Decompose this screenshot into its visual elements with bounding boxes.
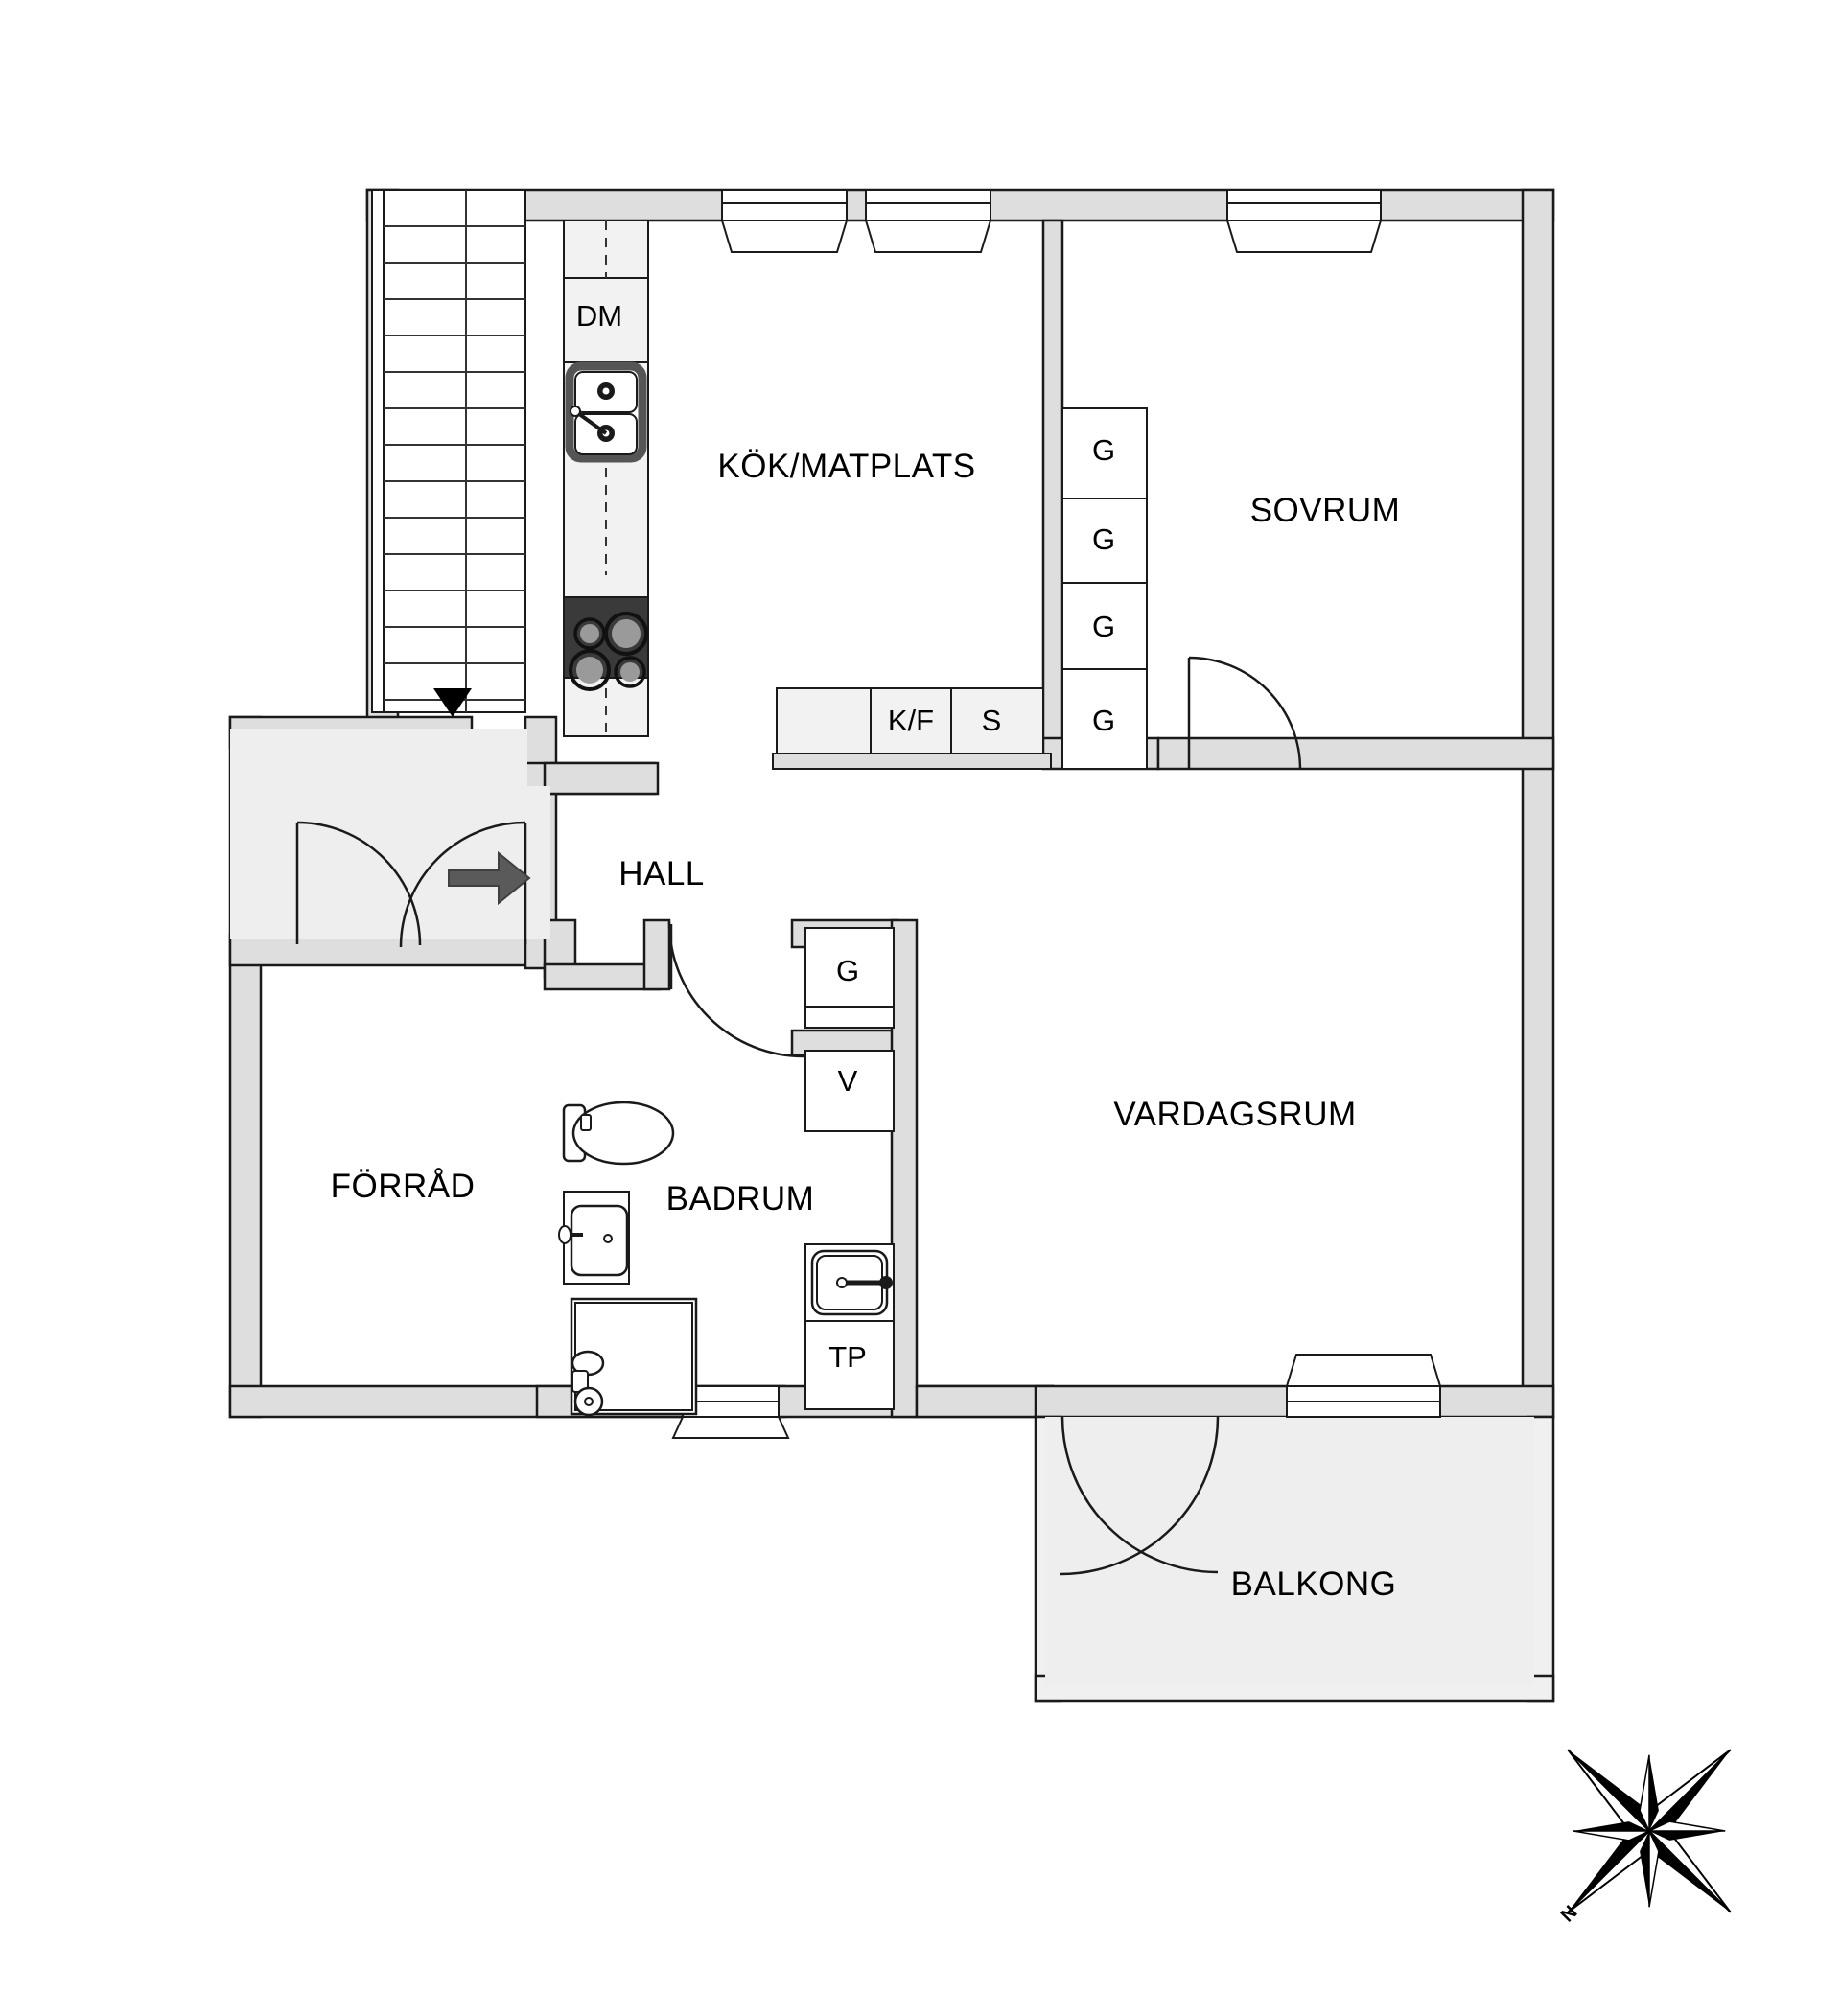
window-sill-bath [671,1416,790,1439]
room-label-forrad: FÖRRÅD [330,1168,476,1205]
utility-sink-icon [804,1243,895,1322]
window-sill-living [1285,1354,1442,1387]
doors [295,656,1302,1576]
bath-wardrobe-plinth [804,1006,895,1029]
compass-point-se-light [1648,1820,1726,1832]
window-frame-k2 [865,189,991,221]
bath-wardrobe-box [804,927,895,1008]
wall-badrum-right [890,918,919,1419]
wardrobe-box-3 [1061,582,1148,670]
wall-right-exterior [1521,188,1555,1419]
stair-outline [383,189,526,713]
room-floor-tints [230,729,1534,1685]
room-label-kok: KÖK/MATPLATS [717,448,976,485]
compass-rose-icon [1567,1749,1732,1913]
compass-point-sw-light [1648,1830,1660,1908]
window-kitchen-2 [864,189,992,253]
wall-badrum-top-left [543,962,662,991]
counter-plinth [772,753,1052,770]
washbasin-drain [603,1234,613,1243]
door-vestibule-arc [296,821,422,946]
stove-icon [563,596,649,691]
sink-faucet-base [570,406,581,417]
door-bathroom-arc [667,921,804,1058]
washbasin-icon [558,1191,630,1285]
toilet-bowl [571,1101,675,1166]
compass-point-ne-light [1639,1754,1650,1832]
hall-floor-tint [397,786,550,939]
stair-direction-arrow-icon [433,688,472,717]
utility-sink-valve [879,1276,893,1289]
wall-kitchen-right [1041,219,1064,759]
laundry-tp-box [804,1320,895,1410]
wardrobe-box-4 [1061,668,1148,770]
fixture-label-laundry-tp: TP [828,1340,867,1374]
staircase [371,189,526,717]
stair-treads [384,190,525,712]
wall-vardagsrum-bottom-left [915,1384,1055,1419]
fixture-label-wardrobe-5: G [835,954,860,987]
washbasin-tap [558,1225,571,1244]
room-label-badrum: BADRUM [665,1180,815,1217]
fixture-label-fridge: K/F [887,704,935,737]
burner-br-ring [614,656,646,688]
fixture-label-utility-v: V [837,1064,858,1098]
window-livingroom [1285,1354,1442,1418]
washbasin-bowl [570,1204,629,1277]
windows [671,189,1442,1439]
sink-faucet-arm [573,409,608,435]
burner-tr [612,619,641,648]
room-label-balkong: BALKONG [1230,1565,1397,1603]
door-entry-arc [399,821,526,948]
room-label-hall: HALL [618,855,705,892]
kitchen-units [563,220,1148,770]
toilet-flush [580,1114,592,1131]
sink-drain-upper-hole [602,387,610,395]
toilet-icon [562,1101,675,1166]
shower-drain [573,1386,604,1417]
burner-bl-ring [569,649,611,691]
wall-kitchen-sill [543,761,660,796]
bathroom-fixtures [558,927,895,1417]
bath-v-box [804,1050,895,1132]
utility-sink-drain [836,1277,848,1288]
compass-point-nw-light [1573,1830,1650,1842]
shower-drain-hole [584,1397,594,1406]
burner-br [620,662,640,682]
wall-badrum-doorjamb [642,918,671,991]
kitchen-sink-icon [565,361,647,463]
window-frame-k1 [721,189,848,221]
door-bedroom-arc [1188,656,1302,770]
burner-bl [576,657,603,684]
window-bathroom [671,1385,790,1439]
window-frame-bed [1226,189,1382,221]
fixture-label-wardrobe-1: G [1091,433,1116,467]
entry-arrow-shape [448,850,531,906]
room-label-vardagsrum: VARDAGSRUM [1113,1096,1357,1133]
burner-tr-ring [604,612,648,656]
burner-tl [580,624,599,643]
fixture-label-wardrobe-2: G [1091,522,1116,556]
window-sill-bed [1225,220,1383,253]
fixture-label-wardrobe-4: G [1091,704,1116,737]
entry-direction-arrow-icon [448,850,531,906]
door-balcony-right-arc [1060,1416,1219,1574]
window-bedroom [1225,189,1383,253]
fixture-label-wardrobe-3: G [1091,610,1116,643]
shower-icon [570,1297,698,1417]
wall-bedroom-bottom [1156,736,1555,771]
fixture-label-freezer: S [981,704,1002,737]
fixture-label-dishwasher: DM [575,299,623,333]
window-kitchen-1 [720,189,849,253]
room-label-sovrum: SOVRUM [1249,492,1401,529]
balcony-floor [1045,1417,1534,1685]
window-sill-k1 [720,220,849,253]
door-balcony-left-arc [1060,1416,1220,1576]
apartment-floor [230,190,1553,1409]
window-sill-k2 [864,220,992,253]
